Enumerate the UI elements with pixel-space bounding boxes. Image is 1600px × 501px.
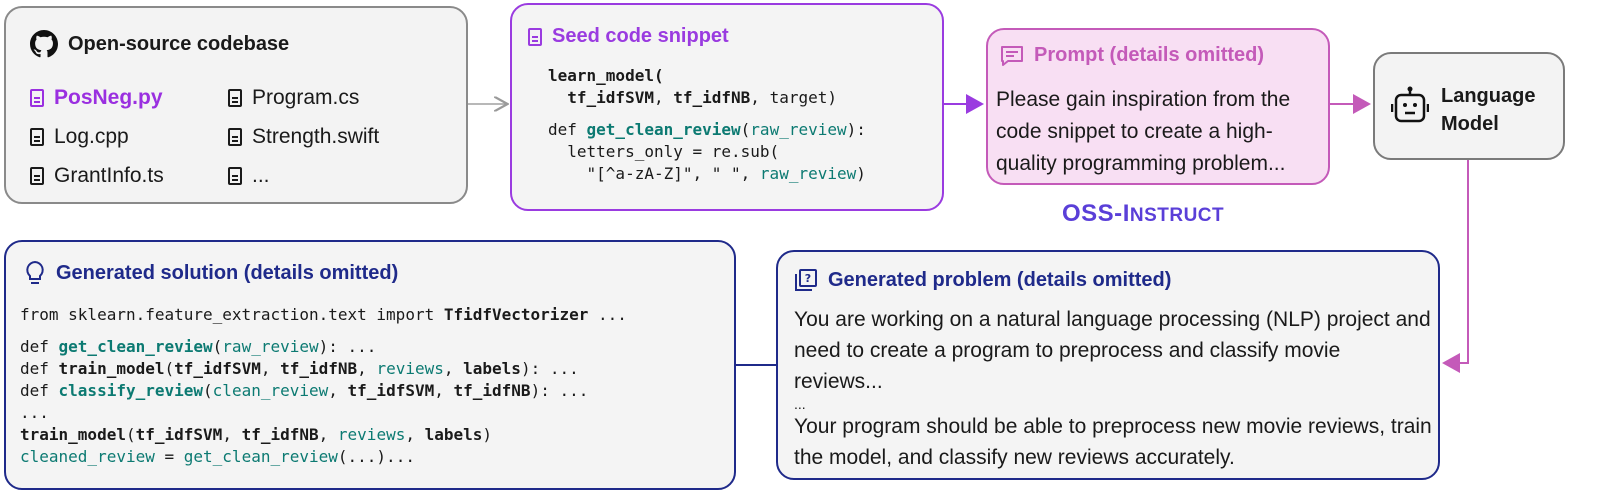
file-more[interactable]: ...: [228, 164, 270, 188]
file-icon: [228, 167, 242, 185]
github-icon: [30, 30, 58, 58]
seed-code: learn_model( tf_idfSVM, tf_idfNB, target…: [548, 66, 866, 183]
file-log-cpp[interactable]: Log.cpp: [30, 125, 129, 149]
prompt-title: Prompt (details omitted): [1034, 44, 1265, 66]
lightbulb-icon: [26, 260, 44, 284]
solution-title: Generated solution (details omitted): [56, 261, 399, 284]
message-icon: [1001, 45, 1023, 66]
file-grantinfo-ts[interactable]: GrantInfo.ts: [30, 164, 164, 188]
problem-ellipsis: ...: [794, 396, 806, 412]
solution-code: from sklearn.feature_extraction.text imp…: [20, 305, 627, 466]
problem-paragraph-2: Your program should be able to preproces…: [794, 415, 1432, 469]
file-posneg[interactable]: PosNeg.py: [30, 86, 163, 110]
language-model-box: Language Model: [1373, 52, 1565, 160]
prompt-box: Prompt (details omitted) Please gain ins…: [986, 28, 1330, 185]
solution-header: Generated solution (details omitted): [24, 260, 398, 286]
problem-text: You are working on a natural language pr…: [794, 304, 1434, 473]
file-program-cs[interactable]: Program.cs: [228, 86, 359, 110]
file-icon: [228, 89, 242, 107]
solution-box: Generated solution (details omitted) fro…: [4, 240, 736, 490]
language-model-label: Language Model: [1441, 85, 1536, 135]
file-icon: [30, 167, 44, 185]
codebase-title: Open-source codebase: [68, 32, 290, 55]
svg-text:?: ?: [805, 272, 811, 285]
file-icon: [228, 128, 242, 146]
file-strength-swift[interactable]: Strength.swift: [228, 125, 379, 149]
problem-header: ? Generated problem (details omitted): [794, 268, 1171, 292]
seed-title: Seed code snippet: [552, 25, 729, 47]
robot-icon: [1391, 86, 1429, 123]
file-icon: [30, 89, 44, 107]
problem-box: ? Generated problem (details omitted) Yo…: [776, 250, 1440, 480]
prompt-text: Please gain inspiration from the code sn…: [996, 88, 1291, 175]
file-icon: [30, 128, 44, 146]
problem-title: Generated problem (details omitted): [828, 268, 1172, 291]
seed-snippet-box: Seed code snippet learn_model( tf_idfSVM…: [510, 3, 944, 211]
prompt-header: Prompt (details omitted): [1000, 44, 1264, 67]
oss-instruct-label: OSS-INSTRUCT: [1062, 200, 1225, 227]
document-icon: [528, 27, 542, 46]
codebase-box: Open-source codebase PosNeg.py Program.c…: [4, 6, 468, 204]
codebase-header: Open-source codebase: [30, 30, 289, 58]
problem-paragraph-1: You are working on a natural language pr…: [794, 308, 1431, 393]
seed-header: Seed code snippet: [528, 25, 729, 48]
question-book-icon: ?: [795, 269, 817, 291]
arrow-lm-to-problem: [1442, 160, 1469, 373]
